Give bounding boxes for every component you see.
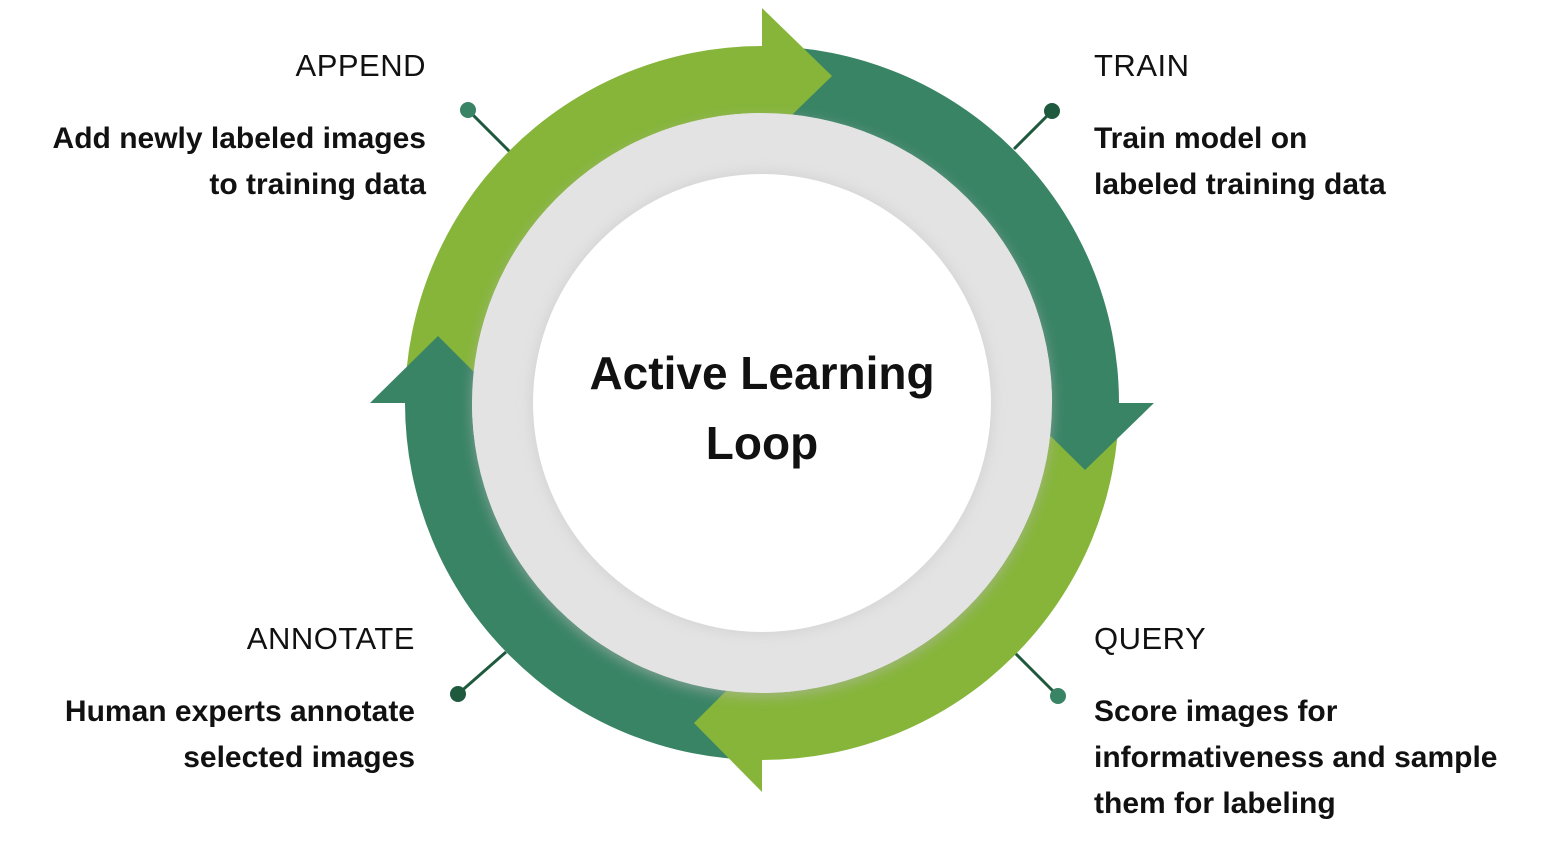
stage-description-annotate: Human experts annotate selected images (64, 695, 415, 774)
stage-title-query: QUERY (1094, 621, 1207, 656)
stage-description-query: Score images for informativeness and sam… (1094, 695, 1498, 820)
connector-annotate (450, 650, 507, 702)
connector-query (1012, 650, 1066, 704)
stage-title-train: TRAIN (1094, 48, 1190, 83)
arrowhead-annotate-to-append (370, 336, 505, 403)
stage-description-append: Add newly labeled images to training dat… (52, 122, 426, 201)
center-title: Active Learning Loop (589, 347, 935, 469)
stage-title-annotate: ANNOTATE (246, 621, 415, 656)
stage-title-append: APPEND (295, 48, 426, 83)
connector-append (460, 102, 512, 154)
arrowhead-append-to-train (762, 8, 832, 144)
center-disc (533, 174, 991, 632)
connector-train (1012, 103, 1060, 151)
stage-description-train: Train model on labeled training data (1094, 122, 1386, 201)
